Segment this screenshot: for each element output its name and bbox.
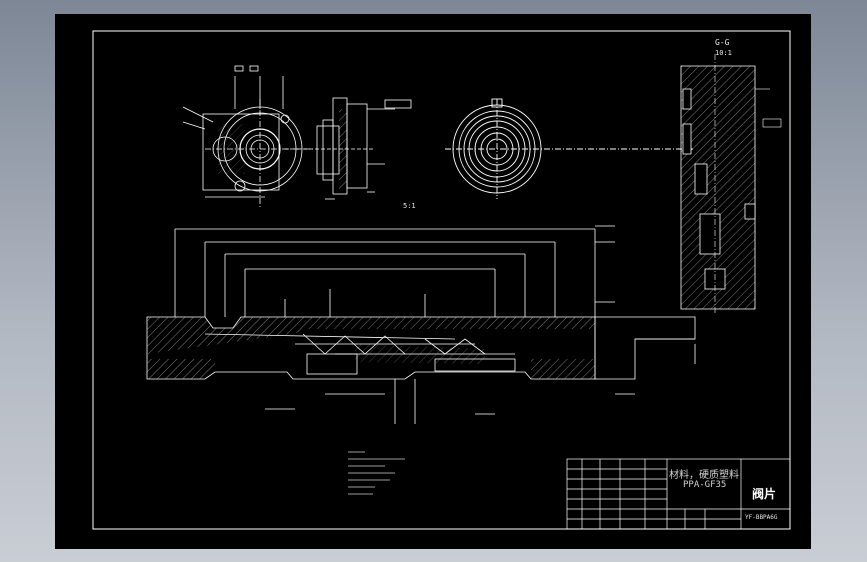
section-gg-view	[680, 54, 782, 314]
front-view	[182, 65, 315, 209]
cad-drawing	[92, 30, 791, 530]
side-section-view	[285, 97, 412, 200]
main-section-hatch	[147, 317, 595, 379]
detail-scale-label: 5:1	[403, 202, 416, 210]
technical-notes	[348, 451, 405, 495]
front-view-hatch	[218, 124, 245, 174]
main-section-inner	[302, 333, 516, 375]
section-view-scale: 10:1	[715, 49, 732, 57]
section-view-label: G-G	[715, 38, 730, 47]
side-section-hatch	[339, 109, 347, 189]
disc-view	[445, 98, 695, 199]
drawing-number: YF-BBPA6G	[745, 514, 778, 521]
material-code: PPA-GF35	[683, 480, 727, 490]
material-label: 材料，硬质塑料	[669, 470, 739, 481]
part-name: 阀片	[752, 487, 777, 501]
inner-border	[92, 30, 791, 530]
title-block	[566, 458, 791, 530]
drawing-sheet: G-G 10:1 5:1 材料，硬质塑料 PPA-GF35 阀片 YF-BBPA…	[55, 14, 811, 549]
